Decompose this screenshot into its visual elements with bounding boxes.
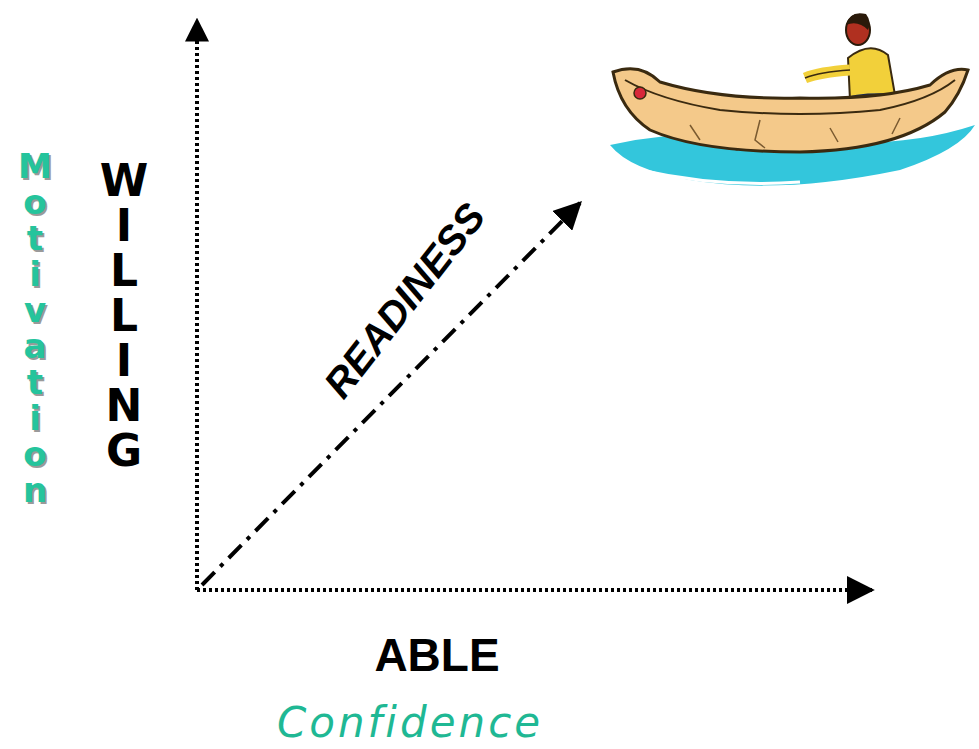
y-axis (195, 20, 199, 590)
motivation-label: Motivation (18, 148, 52, 508)
x-axis (197, 588, 872, 592)
readiness-arrow (202, 203, 580, 585)
willing-label: WILLING (100, 158, 149, 473)
canoe-illustration (610, 13, 975, 185)
confidence-label: Confidence (277, 698, 543, 747)
able-label: ABLE (374, 628, 499, 682)
readiness-label: READINESS (315, 194, 494, 406)
